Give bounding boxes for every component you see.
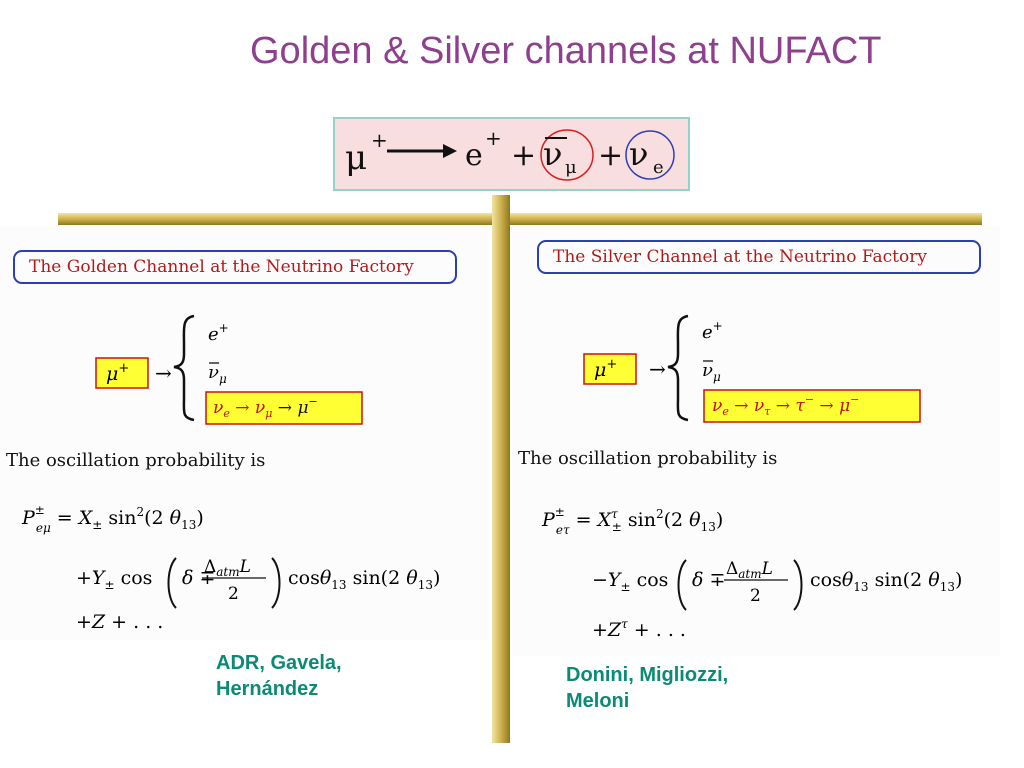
decay-parent: μ	[345, 138, 367, 178]
muon-decay-box: μ + e + + ν μ + ν e	[333, 117, 690, 191]
silver-channel-panel: The Silver Channel at the Neutrino Facto…	[512, 226, 1000, 656]
golden-positron: e+	[208, 321, 229, 345]
decay-antineutrino: ν	[543, 135, 562, 173]
antineutrino-circle	[540, 129, 594, 181]
silver-prob-cos-tail: cosθ13 sin(2 θ13)	[810, 569, 962, 594]
golden-arrow: →	[155, 361, 172, 385]
decay-positron: e	[465, 138, 483, 173]
golden-channel-chain: νe → νμ → μ−	[213, 395, 318, 420]
neutrino-circle	[625, 130, 675, 180]
golden-frac-num: ΔatmL	[204, 557, 251, 579]
silver-frac-den: 2	[750, 586, 761, 606]
golden-prob-y-term: +Y± cos	[76, 567, 152, 592]
golden-reference-line1: ADR, Gavela,	[216, 652, 342, 674]
silver-reference-line1: Donini, Migliozzi,	[566, 664, 729, 686]
golden-brace	[173, 314, 195, 422]
golden-prob-z-term: +Z + . . .	[76, 611, 163, 633]
golden-oscillation-text: The oscillation probability is	[6, 450, 266, 471]
divider-vertical	[492, 195, 510, 743]
silver-positron: e+	[702, 319, 723, 343]
golden-paren-left	[167, 557, 177, 609]
muon-decay-equation: μ + e + + ν μ + ν e	[345, 126, 675, 181]
decay-arrow-head	[443, 144, 457, 158]
golden-channel-math: μ+ → e+ νμ νe → νμ → μ− P±eμ = X± sin2(2…	[21, 314, 440, 633]
silver-brace	[667, 314, 689, 422]
silver-channel-chain: νe → ντ → τ− → μ−	[712, 393, 859, 418]
golden-reference: ADR, Gavela, Hernández	[216, 650, 342, 702]
slide-title: Golden & Silver channels at NUFACT	[250, 30, 882, 72]
golden-channel-panel: The Golden Channel at the Neutrino Facto…	[0, 226, 488, 640]
golden-prob-lhs: P±eμ = X± sin2(2 θ13)	[21, 503, 204, 535]
golden-frac-den: 2	[228, 584, 239, 604]
silver-channel-math: μ+ → e+ νμ νe → ντ → τ− → μ− P±eτ = Xτ± …	[541, 314, 962, 641]
golden-paren-right	[271, 557, 281, 609]
silver-antinu: νμ	[702, 360, 721, 384]
decay-plus-2: +	[598, 138, 623, 173]
silver-channel-highlight	[703, 389, 921, 423]
decay-positron-charge: +	[485, 126, 502, 150]
decay-parent-charge: +	[371, 128, 388, 152]
silver-channel-title: The Silver Channel at the Neutrino Facto…	[537, 240, 981, 274]
golden-prob-cos-tail: cosθ13 sin(2 θ13)	[288, 567, 440, 592]
silver-prob-lhs: P±eτ = Xτ± sin2(2 θ13)	[541, 505, 723, 537]
golden-reference-line2: Hernández	[216, 678, 319, 700]
golden-channel-highlight	[205, 391, 363, 425]
decay-neutrino: ν	[629, 135, 648, 173]
silver-arrow: →	[649, 357, 666, 381]
silver-paren-left	[677, 559, 687, 611]
silver-oscillation-text: The oscillation probability is	[518, 448, 778, 469]
divider-horizontal	[58, 213, 982, 225]
silver-reference: Donini, Migliozzi, Meloni	[566, 662, 728, 714]
golden-muon-highlight	[95, 357, 149, 389]
silver-frac-num: ΔatmL	[726, 559, 773, 581]
decay-antineutrino-flavor: μ	[565, 157, 577, 178]
silver-prob-y-term: −Y± cos	[592, 569, 668, 594]
decay-plus-1: +	[511, 138, 536, 173]
silver-prob-z-term: +Zτ + . . .	[592, 617, 686, 641]
decay-neutrino-flavor: e	[653, 157, 664, 178]
silver-muon-highlight	[583, 353, 637, 385]
golden-channel-title: The Golden Channel at the Neutrino Facto…	[13, 250, 457, 284]
golden-antinu: νμ	[208, 362, 227, 386]
silver-reference-line2: Meloni	[566, 690, 630, 712]
silver-delta: δ ∓	[692, 569, 725, 591]
silver-paren-right	[793, 559, 803, 611]
